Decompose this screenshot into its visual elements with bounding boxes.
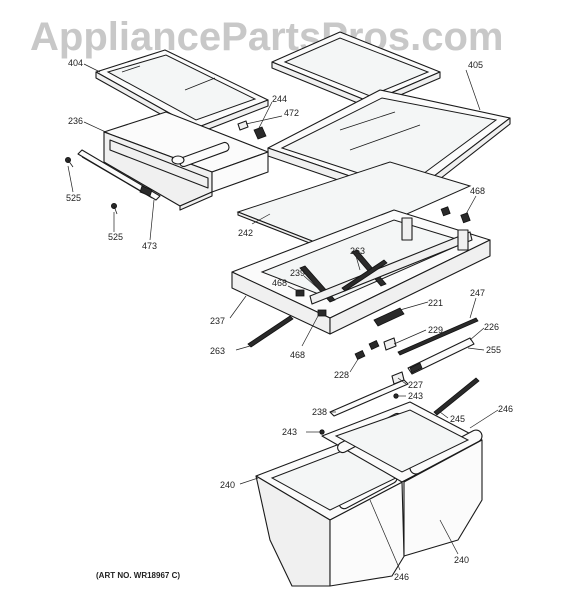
callout-221: 221 [428,298,443,308]
callout-243-upper: 243 [408,391,423,401]
bar-238 [329,379,409,417]
callout-238: 238 [312,407,327,417]
rail-247 [397,317,479,356]
watermark-text: AppliancePartsPros.com [30,15,504,59]
callout-468-upper: 468 [470,186,485,196]
art-number: (ART NO. WR18967 C) [96,571,180,580]
shelf-top-right [271,31,441,109]
callout-228: 228 [334,370,349,380]
callout-525-top: 525 [66,193,81,203]
frame-237 [231,209,491,335]
drawer-236 [103,111,269,211]
callout-239: 239 [290,268,305,278]
track-263-upper [341,259,388,292]
track-263-lower [247,315,294,348]
callout-227: 227 [408,380,423,390]
callout-244: 244 [272,94,287,104]
part-243-lower [319,429,325,435]
clips-228 [354,340,380,360]
part-243-upper [393,393,399,399]
callout-236: 236 [68,116,83,126]
callout-246-upper: 246 [498,404,513,414]
crisper-drawer-240-right [321,401,483,557]
callout-468-middle: 468 [272,278,287,288]
callout-226: 226 [484,322,499,332]
rail-473 [77,149,161,201]
callout-263-lower: 263 [210,346,225,356]
callout-473: 473 [142,241,157,251]
clips-468-upper [440,206,471,224]
callout-237: 237 [210,316,225,326]
screw-525-top [65,156,74,168]
clip-229 [383,337,397,351]
callout-245: 245 [450,414,465,424]
callout-240-right: 240 [454,555,469,565]
callout-247: 247 [470,288,485,298]
callout-405: 405 [468,60,483,70]
callout-243-lower: 243 [282,427,297,437]
rail-226 [407,337,475,375]
callout-468-lower: 468 [290,350,305,360]
callout-246-lower: 246 [394,572,409,582]
screw-525-bottom [111,202,118,215]
callout-263-upper: 263 [350,246,365,256]
bar-245-upper [433,377,480,416]
leader-lines [67,63,499,571]
callout-242: 242 [238,228,253,238]
callout-255: 255 [486,345,501,355]
shelf-404 [95,49,269,135]
callout-472: 472 [284,108,299,118]
callout-240-left: 240 [220,480,235,490]
callout-525-bottom: 525 [108,232,123,242]
clip-244 [253,126,267,140]
clip-472 [237,120,249,131]
callout-labels: 404 405 244 472 236 525 525 473 468 242 … [66,58,513,582]
callout-229: 229 [428,325,443,335]
callout-404: 404 [68,58,83,68]
